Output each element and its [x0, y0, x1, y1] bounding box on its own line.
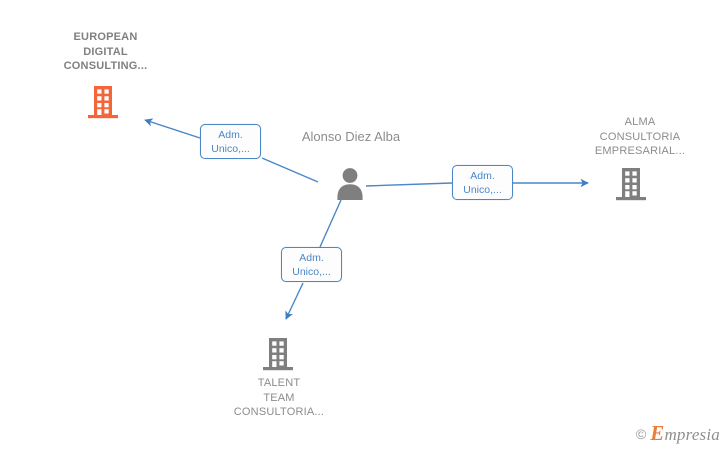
- relation-chip-talent-team-consultoria[interactable]: Adm. Unico,...: [281, 247, 342, 282]
- person-name-label: Alonso Diez Alba: [301, 129, 401, 144]
- node-label-alma-consultoria-empresarial: ALMA CONSULTORIA EMPRESARIAL...: [594, 116, 686, 157]
- brand-initial: E: [650, 421, 665, 445]
- copyright-icon: ©: [635, 425, 647, 442]
- empresia-watermark: © Empresia: [636, 423, 720, 444]
- person-icon[interactable]: [334, 166, 366, 200]
- relation-chip-european-digital-consulting[interactable]: Adm. Unico,...: [200, 124, 261, 159]
- brand-rest: mpresia: [664, 425, 720, 444]
- building-icon[interactable]: [615, 166, 649, 202]
- building-icon[interactable]: [262, 336, 296, 372]
- node-label-european-digital-consulting: EUROPEAN DIGITAL CONSULTING...: [63, 31, 148, 72]
- node-label-talent-team-consultoria: TALENT TEAM CONSULTORIA...: [233, 377, 325, 418]
- relation-chip-alma-consultoria-empresarial[interactable]: Adm. Unico,...: [452, 165, 513, 200]
- building-icon[interactable]: [87, 84, 121, 120]
- brand-wordmark: Empresia: [650, 423, 720, 444]
